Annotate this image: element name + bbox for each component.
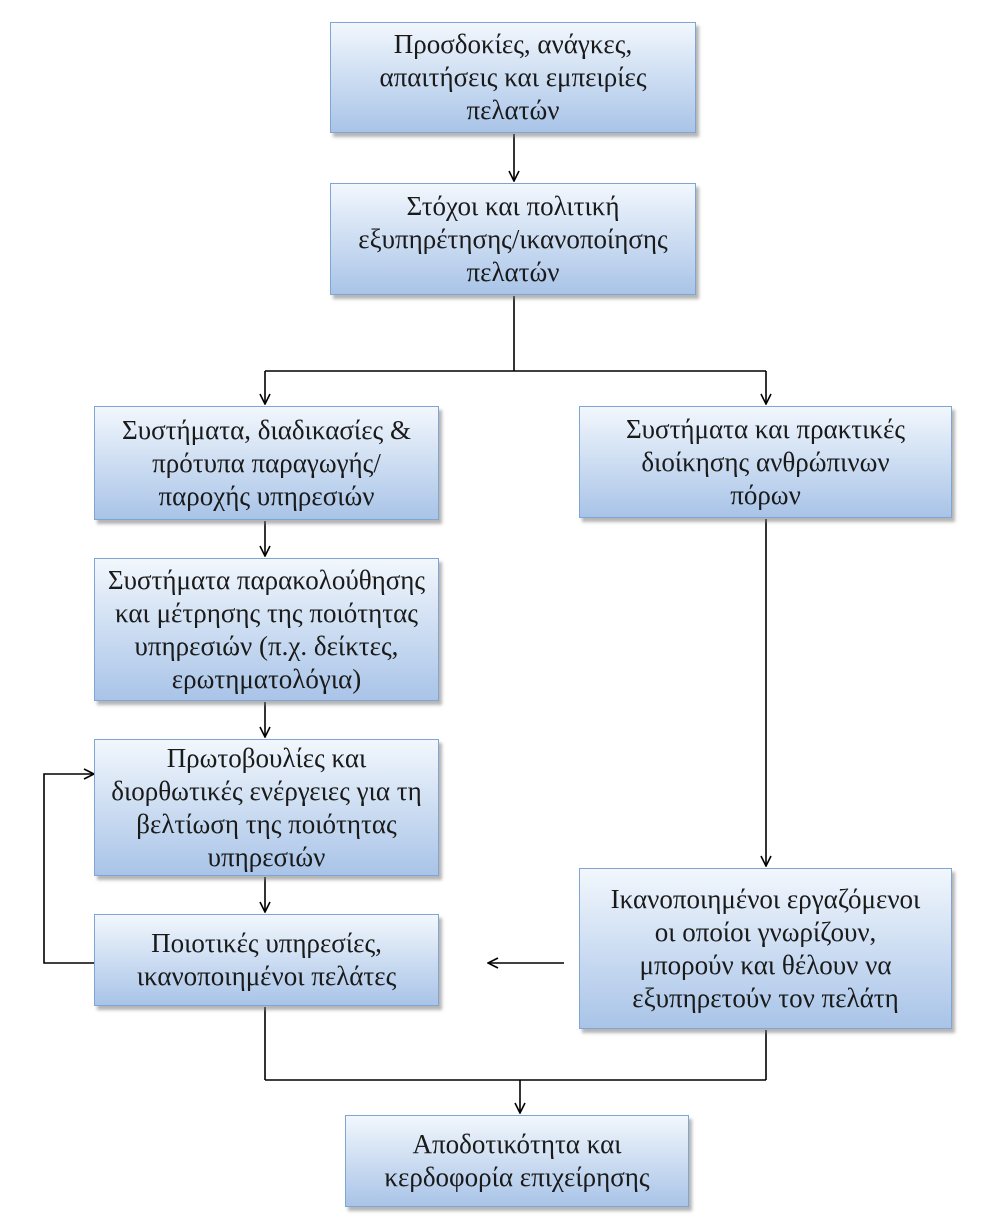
node-satisfied-employees: Ικανοποιημένοι εργαζόμενοι οι οποίοι γνω… <box>579 868 952 1029</box>
node-production-systems-label: Συστήματα, διαδικασίες & πρότυπα παραγωγ… <box>122 414 411 511</box>
node-quality-services-label: Ποιοτικές υπηρεσίες, ικανοποιημένοι πελά… <box>136 928 397 991</box>
node-improvement-initiatives: Πρωτοβουλίες και διορθωτικές ενέργειες γ… <box>94 739 439 876</box>
node-quality-services: Ποιοτικές υπηρεσίες, ικανοποιημένοι πελά… <box>94 914 439 1006</box>
node-satisfied-employees-label: Ικανοποιημένοι εργαζόμενοι οι οποίοι γνω… <box>610 883 921 1013</box>
node-profitability-label: Αποδοτικότητα και κερδοφορία επιχείρησης <box>384 1129 650 1192</box>
node-quality-monitoring: Συστήματα παρακολούθησης και μέτρησης τη… <box>94 558 439 701</box>
node-customer-expectations-label: Προσδοκίες, ανάγκες, απαιτήσεις και εμπε… <box>379 29 647 125</box>
node-hr-systems-label: Συστήματα και πρακτικές διοίκησης ανθρώπ… <box>625 413 906 510</box>
node-quality-monitoring-label: Συστήματα παρακολούθησης και μέτρησης τη… <box>107 564 426 694</box>
node-customer-expectations: Προσδοκίες, ανάγκες, απαιτήσεις και εμπε… <box>330 22 696 133</box>
arrow-feedback-loop <box>43 774 94 964</box>
node-production-systems: Συστήματα, διαδικασίες & πρότυπα παραγωγ… <box>94 406 439 520</box>
node-improvement-initiatives-label: Πρωτοβουλίες και διορθωτικές ενέργειες γ… <box>111 742 422 872</box>
node-profitability: Αποδοτικότητα και κερδοφορία επιχείρησης <box>345 1115 689 1207</box>
node-service-goals: Στόχοι και πολιτική εξυπηρέτησης/ικανοπο… <box>330 183 696 295</box>
node-service-goals-label: Στόχοι και πολιτική εξυπηρέτησης/ικανοπο… <box>358 190 668 287</box>
node-hr-systems: Συστήματα και πρακτικές διοίκησης ανθρώπ… <box>579 406 952 518</box>
